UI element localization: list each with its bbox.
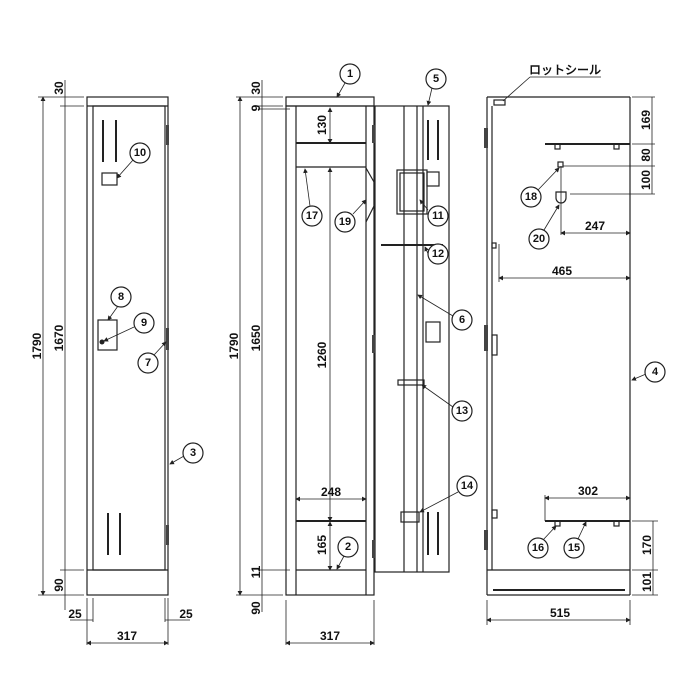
dim-base: 90 (249, 601, 263, 615)
callout-2: 2 (345, 541, 351, 553)
callout-8: 8 (118, 291, 124, 303)
hook-bracket (365, 167, 375, 223)
front-view: 1790 1670 30 90 25 25 317 10 8 9 7 3 (30, 80, 204, 646)
hinge (166, 125, 169, 145)
dim-total-height: 1790 (30, 332, 44, 359)
callout-12: 12 (432, 248, 444, 260)
dim-upper-shelf: 130 (315, 115, 329, 135)
dim-shelf-gap: 80 (639, 148, 653, 162)
hook-18 (557, 161, 564, 168)
lot-seal (493, 99, 506, 106)
vent-top (102, 120, 117, 162)
callout-18: 18 (525, 191, 537, 203)
dim-bottom-gap: 11 (249, 565, 263, 578)
name-plate (101, 172, 118, 186)
callout-19: 19 (339, 216, 351, 228)
callout-11: 11 (432, 210, 444, 222)
dim-lower-shelf-width: 302 (578, 484, 598, 498)
callout-1: 1 (347, 68, 353, 80)
cabinet-outline (86, 96, 169, 596)
callout-13: 13 (456, 405, 468, 417)
dim-right-margin: 25 (179, 607, 193, 621)
hook-20 (555, 191, 567, 204)
open-door (374, 105, 450, 573)
hinge (166, 328, 169, 350)
umbrella-holder (397, 379, 425, 386)
dim-width: 317 (117, 629, 137, 643)
dim-hook-offset: 247 (585, 219, 605, 233)
dim-inner-height: 1650 (249, 324, 263, 351)
callout-4: 4 (652, 366, 659, 378)
side-view: ロットシール 169 80 100 247 465 302 170 101 51… (484, 63, 666, 625)
callout-6: 6 (459, 314, 465, 326)
dim-total-height: 1790 (227, 332, 241, 359)
lock (97, 319, 118, 351)
dim-depth-inner: 465 (552, 264, 572, 278)
callout-15: 15 (568, 542, 580, 554)
dim-hanging: 1260 (315, 341, 329, 368)
callout-7: 7 (145, 357, 151, 369)
umbrella-tray (400, 511, 420, 523)
mirror (396, 169, 428, 215)
door (92, 105, 166, 571)
dim-gap: 9 (249, 104, 263, 111)
callout-10: 10 (134, 147, 146, 159)
lot-seal-label: ロットシール (529, 63, 601, 77)
dim-lower-shelf: 165 (315, 535, 329, 555)
callout-9: 9 (141, 317, 147, 329)
dim-top: 169 (639, 110, 653, 130)
open-view: 1790 1650 30 9 11 90 130 1260 248 165 31… (227, 63, 478, 646)
dim-left-margin: 25 (68, 607, 82, 621)
dim-base: 90 (52, 578, 66, 592)
dim-door-height: 1670 (52, 324, 66, 351)
callout-17: 17 (306, 210, 318, 222)
dim-inner-width: 248 (321, 485, 341, 499)
dim-hook-gap: 100 (639, 170, 653, 190)
dim-top: 30 (52, 81, 66, 95)
inner-lock (425, 321, 441, 343)
callout-16: 16 (532, 542, 544, 554)
top-panel (285, 96, 375, 107)
callout-3: 3 (190, 447, 196, 459)
vent-bottom (107, 513, 121, 555)
dim-depth: 515 (550, 606, 570, 620)
callout-20: 20 (533, 233, 545, 245)
dim-base: 101 (640, 572, 654, 592)
callout-5: 5 (433, 73, 439, 85)
dim-lower-shelf-height: 170 (640, 535, 654, 555)
dim-width: 317 (320, 629, 340, 643)
dim-top: 30 (249, 81, 263, 95)
keyhole-icon (99, 339, 105, 345)
callout-14: 14 (461, 480, 474, 492)
hinge (166, 525, 169, 545)
